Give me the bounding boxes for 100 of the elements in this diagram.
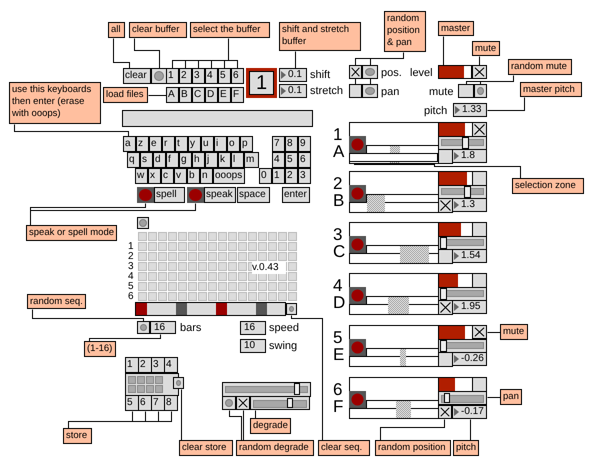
row-number: 3 <box>128 262 135 272</box>
number-box: 16 <box>240 321 266 335</box>
leader-line <box>295 51 296 69</box>
number-box: 1.54 <box>452 249 487 263</box>
bang-button <box>173 377 184 389</box>
key-button: 7 <box>151 395 165 411</box>
bang-button <box>222 396 236 410</box>
callout-label: selection zone <box>512 178 584 194</box>
key-button: g <box>179 152 192 168</box>
track-label: E <box>333 346 346 364</box>
key-button: s <box>140 152 153 168</box>
key-button: E <box>218 87 231 103</box>
callout-label: random position <box>375 440 451 456</box>
callout-label: pitch <box>453 440 480 456</box>
callout-label: clear seq. <box>318 440 370 456</box>
key-button: 5 <box>218 68 231 84</box>
callout-label: mute <box>472 41 500 56</box>
toggle-checkbox <box>349 65 362 79</box>
track-label: F <box>333 398 344 416</box>
leader-line <box>243 410 244 441</box>
bang-button <box>286 303 297 315</box>
key-button: t <box>175 136 188 152</box>
row-number: 4 <box>128 272 135 282</box>
leader-line <box>443 36 444 66</box>
track-label: 6 <box>333 381 344 399</box>
key-button: o <box>227 136 240 152</box>
slider <box>250 396 310 410</box>
key-button: B <box>179 87 192 103</box>
leader-line <box>354 162 521 179</box>
callout-label: pan <box>500 389 522 405</box>
number-box: -0.26 <box>452 352 487 366</box>
key-button: A <box>166 87 179 103</box>
key-button: 6 <box>231 68 244 84</box>
control-label: pitch <box>424 105 448 117</box>
callout-label: clear buffer <box>129 22 187 38</box>
track-label: 2 <box>333 175 344 193</box>
callout-label: (1-16) <box>84 341 116 357</box>
control-label: bars <box>180 322 202 334</box>
leader-line <box>480 75 514 85</box>
key-button: 0 <box>259 168 272 184</box>
leader-line <box>255 410 256 419</box>
track-label: A <box>333 143 346 161</box>
key-button: ooops <box>213 168 245 184</box>
key-button: enter <box>282 187 310 203</box>
key-button: clear <box>123 68 151 84</box>
toggle-checkbox <box>349 84 362 98</box>
callout-label: shift and stretch buffer <box>279 22 361 51</box>
callout-label: all <box>108 22 125 38</box>
key-button: u <box>201 136 214 152</box>
key-button: D <box>205 87 218 103</box>
number-box: 0.1 <box>279 84 307 98</box>
key-button: a <box>123 136 136 152</box>
leader-line <box>134 38 160 69</box>
level-meter <box>438 65 472 79</box>
key-button: z <box>136 136 149 152</box>
callout-label: load files <box>103 87 148 103</box>
key-button: d <box>153 152 166 168</box>
key-button: l <box>231 152 244 168</box>
key-button: 4 <box>272 152 285 168</box>
number-box: 10 <box>240 339 266 353</box>
key-button: e <box>149 136 162 152</box>
key-button: 7 <box>272 136 285 152</box>
toggle-checkbox <box>236 396 250 410</box>
bang-button <box>362 84 378 98</box>
leader-line <box>181 389 182 441</box>
key-button: q <box>127 152 140 168</box>
slider <box>438 391 487 405</box>
row-number: 5 <box>128 282 135 292</box>
callout-label: random degrade <box>236 440 314 456</box>
key-button: 1 <box>125 357 139 373</box>
number-box: 1.3 <box>452 198 487 212</box>
toggle-checkbox <box>472 65 487 79</box>
key-button: 5 <box>285 152 298 168</box>
key-button: 4 <box>164 357 178 373</box>
key-button: C <box>192 87 205 103</box>
key-button: p <box>240 136 253 152</box>
track-label: 5 <box>333 329 344 347</box>
number-box: 1.8 <box>452 149 487 163</box>
leader-line <box>380 419 445 441</box>
bang-button <box>362 65 378 79</box>
key-button: m <box>244 152 259 168</box>
key-button: f <box>166 152 179 168</box>
key-button: F <box>231 87 244 103</box>
key-button: k <box>218 152 231 168</box>
track-label: 3 <box>333 226 344 244</box>
number-box: -0.17 <box>452 405 487 419</box>
toggle-button <box>137 187 154 203</box>
track-label: B <box>333 192 346 210</box>
control-label: swing <box>269 340 298 352</box>
leader-line <box>30 203 196 226</box>
key-button: 9 <box>298 136 311 152</box>
leader-line <box>229 410 242 441</box>
key-button: 1 <box>166 68 179 84</box>
key-button: 2 <box>138 357 152 373</box>
callout-label: random mute <box>508 59 572 75</box>
key-button: 2 <box>179 68 192 84</box>
control-label: shift <box>310 69 332 81</box>
selection-strip <box>349 153 438 162</box>
key-button: c <box>161 168 174 184</box>
number-box: 1.33 <box>453 103 487 117</box>
